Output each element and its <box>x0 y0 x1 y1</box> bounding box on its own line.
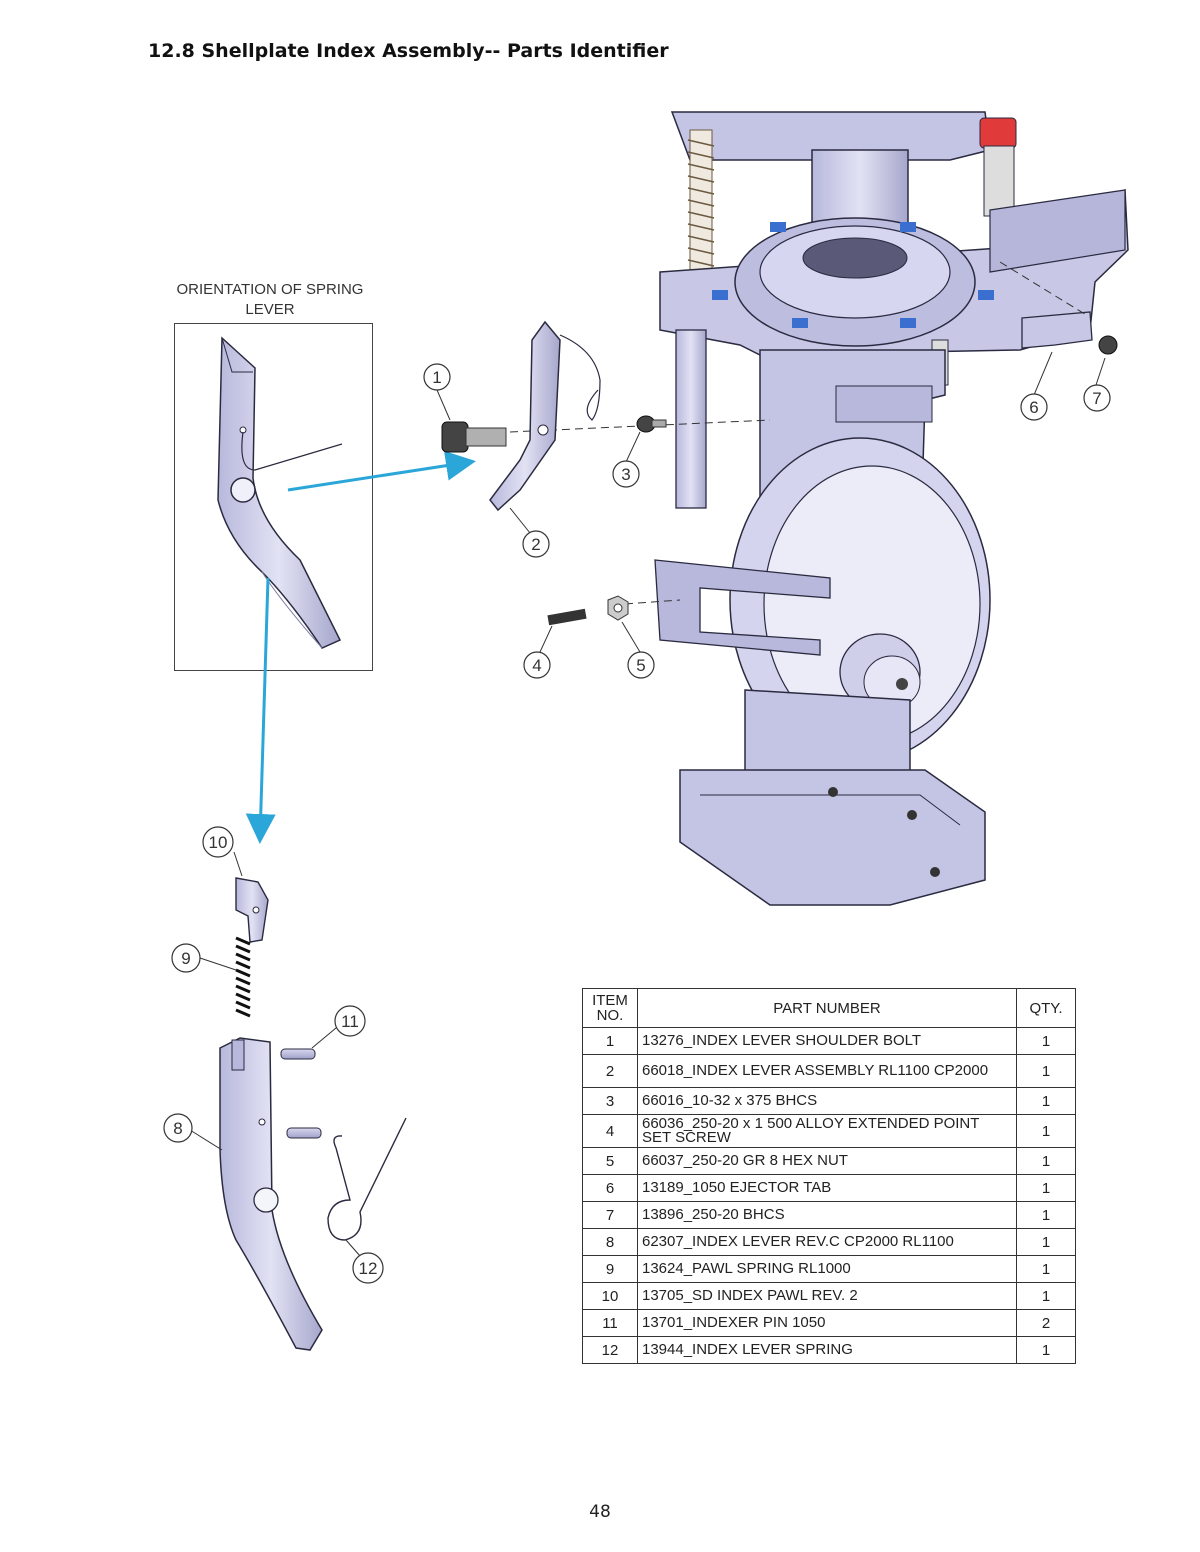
callout-1: 1 <box>423 363 451 391</box>
part-number: 13944_INDEX LEVER SPRING <box>637 1336 1017 1364</box>
header-qty: QTY. <box>1016 988 1076 1028</box>
header-part-number: PART NUMBER <box>637 988 1017 1028</box>
callout-12: 12 <box>352 1252 384 1284</box>
table-row: 12 13944_INDEX LEVER SPRING 1 <box>582 1336 1076 1364</box>
callout-2: 2 <box>522 530 550 558</box>
part-11-indexer-pins <box>280 1048 322 1139</box>
qty: 1 <box>1016 1054 1076 1088</box>
qty: 2 <box>1016 1309 1076 1337</box>
item-no: 9 <box>582 1255 638 1283</box>
svg-text:1: 1 <box>432 368 441 387</box>
table-row: 11 13701_INDEXER PIN 1050 2 <box>582 1309 1076 1337</box>
orientation-arrow-right <box>287 450 476 492</box>
item-no: 6 <box>582 1174 638 1202</box>
table-row: 4 66036_250-20 x 1 500 ALLOY EXTENDED PO… <box>582 1114 1076 1148</box>
qty: 1 <box>1016 1147 1076 1175</box>
callout-6: 6 <box>1020 393 1048 421</box>
part-number: 13701_INDEXER PIN 1050 <box>637 1309 1017 1337</box>
svg-text:2: 2 <box>531 535 540 554</box>
qty: 1 <box>1016 1228 1076 1256</box>
item-no: 1 <box>582 1027 638 1055</box>
part-number: 66018_INDEX LEVER ASSEMBLY RL1100 CP2000 <box>637 1054 1017 1088</box>
table-row: 5 66037_250-20 GR 8 HEX NUT 1 <box>582 1147 1076 1175</box>
svg-text:8: 8 <box>173 1119 182 1138</box>
qty: 1 <box>1016 1255 1076 1283</box>
part-3-bhcs <box>636 415 667 433</box>
qty: 1 <box>1016 1087 1076 1115</box>
table-header-row: ITEM NO. PART NUMBER QTY. <box>582 988 1076 1028</box>
orientation-caption: ORIENTATION OF SPRING LEVER <box>176 281 364 318</box>
svg-text:6: 6 <box>1029 398 1038 417</box>
item-no: 8 <box>582 1228 638 1256</box>
part-number: 13705_SD INDEX PAWL REV. 2 <box>637 1282 1017 1310</box>
callout-10: 10 <box>202 826 234 858</box>
item-no: 4 <box>582 1114 638 1148</box>
item-no: 3 <box>582 1087 638 1115</box>
part-number: 13624_PAWL SPRING RL1000 <box>637 1255 1017 1283</box>
orientation-box <box>174 323 373 671</box>
orientation-arrow-down <box>245 577 276 844</box>
item-no: 7 <box>582 1201 638 1229</box>
part-12-index-lever-spring <box>327 1117 407 1241</box>
svg-text:4: 4 <box>532 656 541 675</box>
table-row: 7 13896_250-20 BHCS 1 <box>582 1201 1076 1229</box>
part-4-set-screw <box>547 608 587 626</box>
table-row: 10 13705_SD INDEX PAWL REV. 2 1 <box>582 1282 1076 1310</box>
item-no: 11 <box>582 1309 638 1337</box>
item-no: 12 <box>582 1336 638 1364</box>
callout-8: 8 <box>163 1113 193 1143</box>
qty: 1 <box>1016 1174 1076 1202</box>
part-10-index-pawl <box>235 877 269 943</box>
page-title: 12.8 Shellplate Index Assembly-- Parts I… <box>148 40 669 62</box>
qty: 1 <box>1016 1282 1076 1310</box>
svg-text:5: 5 <box>636 656 645 675</box>
qty: 1 <box>1016 1114 1076 1148</box>
qty: 1 <box>1016 1027 1076 1055</box>
part-1-shoulder-bolt <box>441 421 507 453</box>
press-body <box>654 111 1129 906</box>
part-number: 13896_250-20 BHCS <box>637 1201 1017 1229</box>
part-number: 62307_INDEX LEVER REV.C CP2000 RL1100 <box>637 1228 1017 1256</box>
callout-7: 7 <box>1083 384 1111 412</box>
table-row: 1 13276_INDEX LEVER SHOULDER BOLT 1 <box>582 1027 1076 1055</box>
qty: 1 <box>1016 1201 1076 1229</box>
table-row: 3 66016_10-32 x 375 BHCS 1 <box>582 1087 1076 1115</box>
table-row: 8 62307_INDEX LEVER REV.C CP2000 RL1100 … <box>582 1228 1076 1256</box>
callout-3: 3 <box>612 460 640 488</box>
part-5-hex-nut <box>607 595 629 621</box>
part-9-pawl-spring <box>235 936 251 1018</box>
parts-table: ITEM NO. PART NUMBER QTY. 1 13276_INDEX … <box>582 988 1076 1364</box>
table-row: 2 66018_INDEX LEVER ASSEMBLY RL1100 CP20… <box>582 1054 1076 1088</box>
part-number: 13276_INDEX LEVER SHOULDER BOLT <box>637 1027 1017 1055</box>
svg-text:3: 3 <box>621 465 630 484</box>
header-item-no: ITEM NO. <box>582 988 638 1028</box>
svg-text:11: 11 <box>341 1012 359 1031</box>
orientation-lever-detail <box>217 336 343 649</box>
svg-text:7: 7 <box>1092 389 1101 408</box>
callout-11: 11 <box>334 1005 366 1037</box>
part-number: 66016_10-32 x 375 BHCS <box>637 1087 1017 1115</box>
part-2-index-lever-assembly <box>489 320 601 512</box>
callout-5: 5 <box>627 651 655 679</box>
item-no: 5 <box>582 1147 638 1175</box>
svg-text:9: 9 <box>181 949 190 968</box>
svg-text:10: 10 <box>209 833 228 852</box>
part-8-index-lever <box>219 1037 323 1351</box>
page-number: 48 <box>589 1502 611 1522</box>
part-number: 66036_250-20 x 1 500 ALLOY EXTENDED POIN… <box>637 1114 1017 1148</box>
item-no: 2 <box>582 1054 638 1088</box>
part-number: 13189_1050 EJECTOR TAB <box>637 1174 1017 1202</box>
table-row: 9 13624_PAWL SPRING RL1000 1 <box>582 1255 1076 1283</box>
svg-text:12: 12 <box>359 1259 378 1278</box>
callout-4: 4 <box>523 651 551 679</box>
callout-9: 9 <box>171 943 201 973</box>
qty: 1 <box>1016 1336 1076 1364</box>
item-no: 10 <box>582 1282 638 1310</box>
part-number: 66037_250-20 GR 8 HEX NUT <box>637 1147 1017 1175</box>
table-row: 6 13189_1050 EJECTOR TAB 1 <box>582 1174 1076 1202</box>
